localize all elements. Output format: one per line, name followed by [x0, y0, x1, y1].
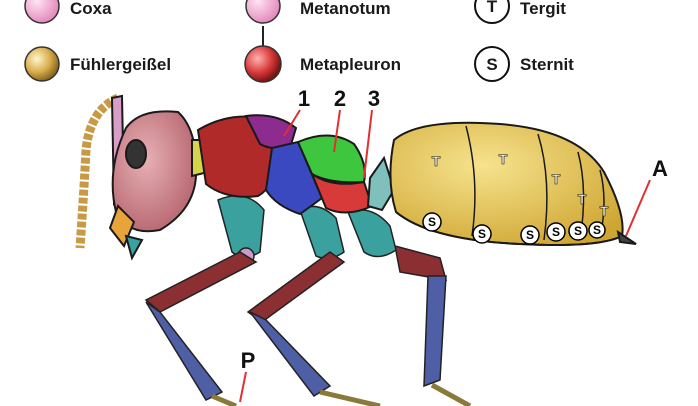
legend-metapleuron-label: Metapleuron — [300, 55, 401, 74]
mid-femur — [248, 252, 344, 322]
fuehlergeissel-swatch — [25, 47, 59, 81]
legend-coxa-label: Coxa — [70, 0, 112, 18]
metapleuron-swatch — [245, 46, 281, 82]
tergit-mark: T — [578, 191, 587, 207]
tergit-mark: T — [600, 203, 609, 219]
tergit-symbol: T — [487, 0, 498, 16]
compound-eye — [126, 140, 146, 168]
sternit-symbol: S — [486, 55, 497, 74]
hind-tibia — [424, 276, 446, 386]
metanotum-swatch — [246, 0, 280, 23]
tergit-mark: T — [432, 153, 441, 169]
callout-a: A — [652, 156, 668, 181]
sternit-mark: S — [574, 224, 582, 238]
sternit-mark: S — [526, 228, 534, 242]
callout-1: 1 — [298, 86, 310, 111]
hind-coxa — [348, 210, 396, 257]
coxa-swatch — [25, 0, 59, 23]
callout-2: 2 — [334, 86, 346, 111]
legend-tergit-label: Tergit — [520, 0, 566, 18]
sternit-mark: S — [552, 225, 560, 239]
legend-fuehlergeissel-label: Fühlergeißel — [70, 55, 171, 74]
legend-sternit-label: Sternit — [520, 55, 574, 74]
sternit-mark: S — [593, 223, 601, 237]
front-coxa — [218, 196, 264, 257]
mid-coxa — [300, 206, 344, 258]
front-femur — [146, 252, 256, 312]
legend-metanotum-label: Metanotum — [300, 0, 391, 18]
tergit-mark: T — [499, 151, 508, 167]
mid-tibia — [250, 312, 330, 396]
callout-3: 3 — [368, 86, 380, 111]
tergit-mark: T — [552, 171, 561, 187]
callout-p: P — [241, 348, 256, 373]
hind-femur — [395, 246, 446, 280]
front-tibia — [146, 302, 222, 400]
sternit-mark: S — [478, 227, 486, 241]
sternit-mark: S — [428, 215, 436, 229]
legend: Coxa Metanotum T Tergit Fühlergeißel Met… — [25, 0, 574, 82]
